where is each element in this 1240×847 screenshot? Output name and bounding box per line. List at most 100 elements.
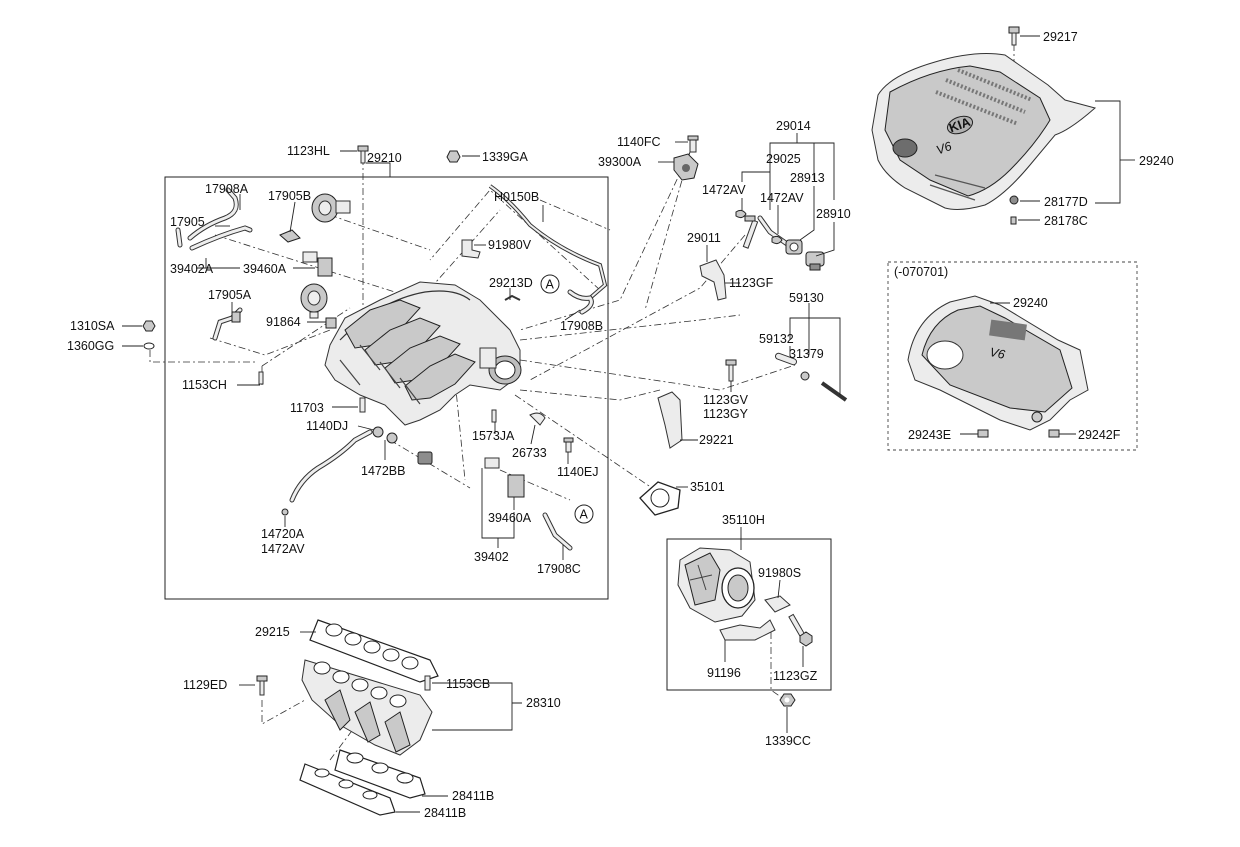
engine-cover-variant-29240: V6	[907, 295, 1089, 431]
bolt-1123GF	[742, 215, 759, 249]
label-28411B-a: 28411B	[452, 789, 494, 803]
label-91980V: 91980V	[488, 238, 532, 252]
clamp-1472BB	[372, 426, 398, 444]
label-1472AV-a: 1472AV	[702, 183, 746, 197]
reference-marker-a-bottom-label: A	[580, 508, 589, 522]
connector-17905	[279, 229, 301, 243]
leader-lines	[122, 35, 1135, 813]
intake-assembly-box	[164, 176, 609, 600]
reference-marker-a-top	[540, 274, 560, 294]
bracket-29011	[699, 259, 727, 301]
nut-1339CC	[779, 693, 796, 707]
label-1140EJ: 1140EJ	[557, 465, 598, 479]
hose-29025	[757, 215, 793, 249]
label-28177D: 28177D	[1044, 195, 1088, 209]
label-28310: 28310	[526, 696, 561, 710]
bolt-1140EJ	[563, 437, 574, 453]
hose-17905A	[212, 307, 243, 341]
variant-cover-box	[887, 261, 1138, 451]
label-39300A: 39300A	[598, 155, 642, 169]
washer-1360GG	[143, 342, 155, 350]
vacuum-hose-17908B	[567, 289, 594, 315]
valve-28910	[805, 251, 825, 271]
hose-59130	[820, 381, 848, 402]
nut-1310SA	[142, 320, 156, 332]
pcv-valve	[417, 451, 433, 465]
label-29240: 29240	[1139, 154, 1174, 168]
label-59132: 59132	[759, 332, 794, 346]
grommet-29243E	[977, 429, 989, 438]
label-H0150B: H0150B	[494, 190, 539, 204]
label-1123GZ: 1123GZ	[773, 669, 818, 683]
label-91980S: 91980S	[758, 566, 801, 580]
label-29240-variant: 29240	[1013, 296, 1048, 310]
gasket-29215	[309, 619, 439, 683]
label-17908C: 17908C	[537, 562, 581, 576]
label-17908A: 17908A	[205, 182, 249, 196]
label-35110H: 35110H	[722, 513, 765, 527]
label-17908B: 17908B	[560, 319, 603, 333]
bolt-1573JA	[491, 409, 497, 423]
bracket-29221	[657, 391, 683, 449]
gasket-35101	[639, 481, 681, 516]
label-14720A: 14720A	[261, 527, 305, 541]
label-28910: 28910	[816, 207, 851, 221]
bolt-1140FC	[687, 135, 699, 153]
label-39402: 39402	[474, 550, 509, 564]
label-1153CB: 1153CB	[446, 677, 490, 691]
pipe-H0150B	[488, 184, 608, 300]
bracket-91980S	[764, 595, 791, 613]
label-29242F: 29242F	[1078, 428, 1121, 442]
label-39460A-bottom: 39460A	[488, 511, 532, 525]
label-29213D: 29213D	[489, 276, 533, 290]
label-29025: 29025	[766, 152, 801, 166]
gasket-28411B-a	[334, 749, 426, 799]
fitting-28913	[785, 239, 803, 255]
cover-engine-badge: V6	[934, 139, 953, 157]
throttle-body-35110H	[677, 547, 756, 623]
label-1140FC: 1140FC	[617, 135, 661, 149]
solenoid-39460A-bottom	[484, 457, 525, 498]
label-29221: 29221	[699, 433, 734, 447]
vacuum-hose-17908A	[175, 187, 253, 251]
label-17905B: 17905B	[268, 189, 311, 203]
label-29215: 29215	[255, 625, 290, 639]
label-91196: 91196	[707, 666, 741, 680]
throttle-body-box	[666, 538, 832, 691]
bolt-1123GV	[725, 359, 737, 382]
label-1360GG: 1360GG	[67, 339, 114, 353]
label-17905: 17905	[170, 215, 205, 229]
spacer-28178C	[1010, 216, 1017, 225]
clamp-1472AV-a	[735, 209, 747, 219]
label-1123GF: 1123GF	[729, 276, 774, 290]
label-39402A: 39402A	[170, 262, 214, 276]
grommet-29242F	[1048, 429, 1060, 438]
label-35101: 35101	[690, 480, 725, 494]
bolt-1123GZ	[788, 613, 813, 647]
label-29217: 29217	[1043, 30, 1078, 44]
label-29014: 29014	[776, 119, 811, 133]
label-1472BB: 1472BB	[361, 464, 405, 478]
label-1123HL: 1123HL	[287, 144, 330, 158]
label-39460A-top: 39460A	[243, 262, 287, 276]
grommet-28177D	[1009, 195, 1019, 205]
stud-1153CH	[258, 371, 264, 385]
pcv-hose-14720A	[281, 429, 373, 516]
label-1339CC: 1339CC	[765, 734, 811, 748]
lower-intake-manifold-28310	[301, 659, 433, 756]
hose-17908C	[542, 512, 573, 551]
part-labels: 29217 29240 28177D 28178C 29014 1140FC 3…	[67, 30, 1174, 820]
label-1129ED: 1129ED	[183, 678, 227, 692]
bracket-26733	[529, 412, 546, 426]
svg-text:V6: V6	[988, 345, 1006, 362]
label-variant-date: (-070701)	[894, 265, 948, 279]
label-1472AV-c: 1472AV	[261, 542, 305, 556]
clamp-1472AV-b	[771, 235, 783, 245]
label-29210: 29210	[367, 151, 402, 165]
label-1140DJ: 1140DJ	[306, 419, 348, 433]
vacuum-valve-17905B	[311, 193, 351, 223]
label-28178C: 28178C	[1044, 214, 1088, 228]
actuator-91864	[300, 283, 337, 329]
label-1123GV: 1123GV	[703, 393, 749, 407]
